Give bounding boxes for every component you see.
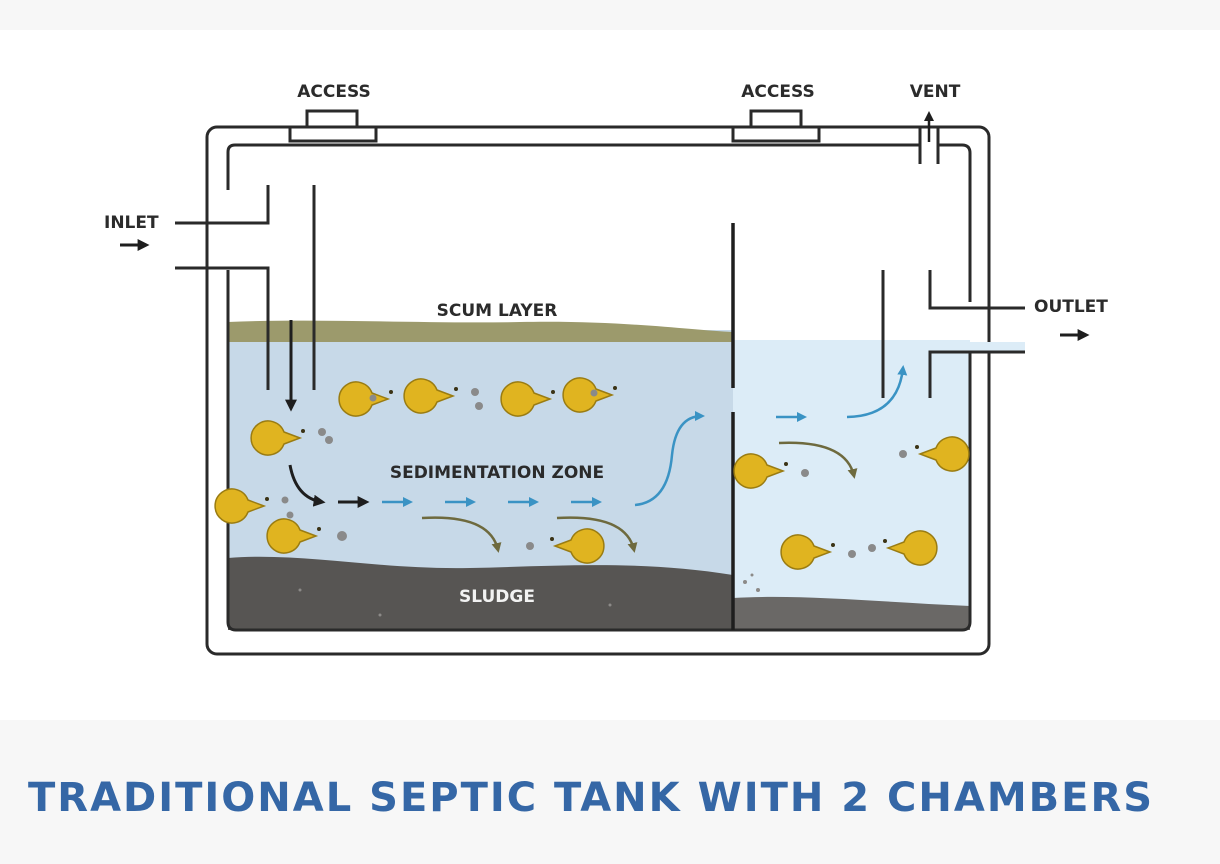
- tank-inner-wall: [226, 143, 972, 632]
- access-lid-right: [731, 109, 821, 143]
- settling-arrows: [421, 441, 858, 553]
- caption-area: TRADITIONAL SEPTIC TANK WITH 2 CHAMBERS: [0, 720, 1220, 864]
- access-label-left: ACCESS: [297, 82, 370, 102]
- chamber-2-sludge: [733, 596, 970, 630]
- bacteria-group: [214, 377, 970, 570]
- flow-arrows-blue: [382, 365, 908, 507]
- vent-pipe: [918, 128, 940, 164]
- tank-outer-wall: [205, 125, 991, 656]
- access-lid-left: [288, 109, 378, 143]
- figure-caption: TRADITIONAL SEPTIC TANK WITH 2 CHAMBERS: [28, 775, 1155, 821]
- outlet-label: OUTLET: [1034, 297, 1108, 317]
- inflow-arrow-curve: [288, 464, 326, 507]
- sludge-label: SLUDGE: [459, 587, 535, 607]
- diagram-figure: ACCESS ACCESS VENT INLET OUTLET SCUM LAY…: [0, 30, 1220, 720]
- scum-layer-label: SCUM LAYER: [437, 301, 558, 321]
- outlet-water-strip: [970, 342, 1025, 352]
- sludge-speckles: [298, 573, 760, 617]
- vent-label: VENT: [910, 82, 961, 102]
- septic-tank-diagram: ACCESS ACCESS VENT INLET OUTLET SCUM LAY…: [104, 82, 1108, 656]
- inlet-label: INLET: [104, 213, 159, 233]
- access-label-right: ACCESS: [741, 82, 814, 102]
- chamber-2-water: [733, 340, 970, 630]
- sedimentation-zone-label: SEDIMENTATION ZONE: [390, 463, 604, 483]
- scum-layer-band: [228, 320, 733, 342]
- chamber-1-sludge: [228, 556, 733, 630]
- inlet-pipe: [175, 185, 316, 390]
- outlet-pipe: [881, 270, 1025, 398]
- top-strip: [0, 0, 1220, 30]
